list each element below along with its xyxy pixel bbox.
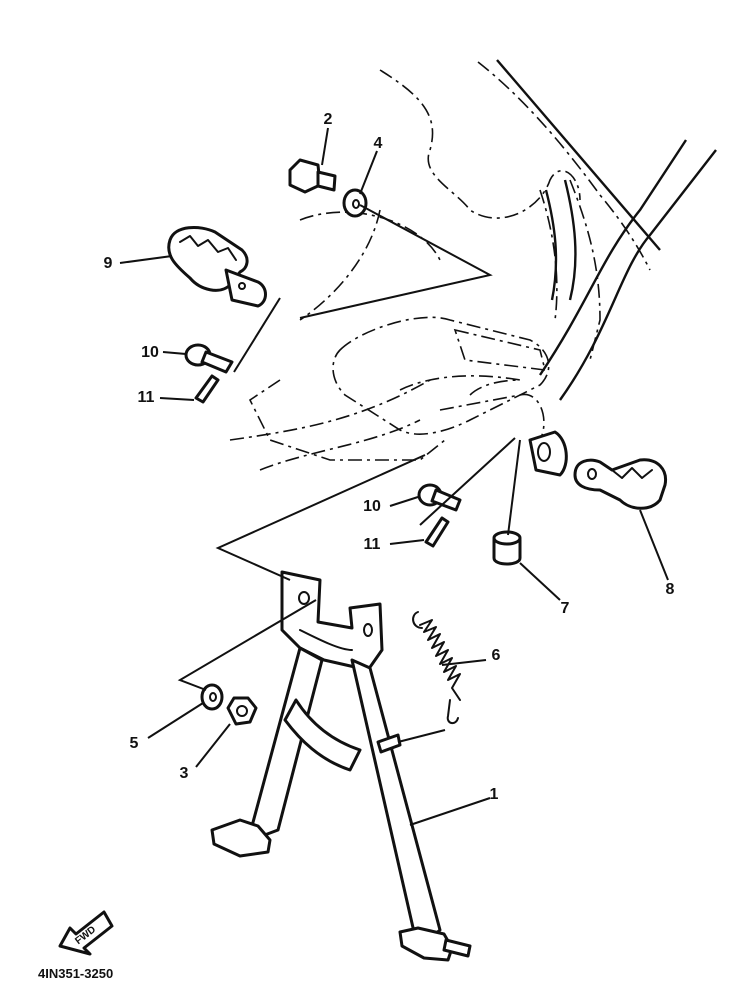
callout-label-5: 5 — [130, 735, 139, 752]
drawing-code: 4IN351-3250 — [38, 966, 113, 981]
callout-label-10-lower: 10 — [363, 498, 381, 515]
callout-label-3: 3 — [180, 765, 189, 782]
pivot-collar — [528, 430, 568, 477]
frame-tubes — [496, 59, 717, 401]
part-6-spring — [412, 611, 461, 724]
part-3-nut — [226, 696, 258, 726]
part-4-washer — [342, 188, 368, 218]
frame-outline — [229, 61, 651, 471]
callout-labels: 2 4 9 10 11 10 11 7 8 6 5 3 1 — [104, 111, 675, 803]
callout-label-1: 1 — [490, 786, 499, 803]
part-5-washer — [200, 683, 224, 711]
part-2-bolt — [288, 158, 337, 194]
callout-label-4: 4 — [374, 135, 383, 152]
callout-label-8: 8 — [666, 581, 675, 598]
part-11-cotter-upper — [194, 374, 220, 404]
forward-direction-badge: FWD — [58, 910, 114, 956]
part-11-cotter-lower — [424, 516, 450, 548]
part-8-footrest — [573, 458, 668, 510]
callout-label-9: 9 — [104, 255, 113, 272]
part-10-pin-upper — [184, 343, 234, 374]
callout-label-7: 7 — [561, 600, 570, 617]
stand-mount-bracket — [248, 316, 550, 461]
callout-1-label-2: 2 — [324, 111, 333, 128]
callout-label-11-lower: 11 — [364, 536, 381, 553]
part-9-footrest — [167, 226, 267, 308]
callout-label-10-upper: 10 — [141, 344, 159, 361]
leader-lines — [119, 127, 669, 826]
part-7-bushing — [492, 530, 522, 566]
callout-label-11-upper: 11 — [138, 389, 155, 406]
callout-label-6: 6 — [492, 647, 501, 664]
part-1-main-stand — [210, 570, 472, 962]
